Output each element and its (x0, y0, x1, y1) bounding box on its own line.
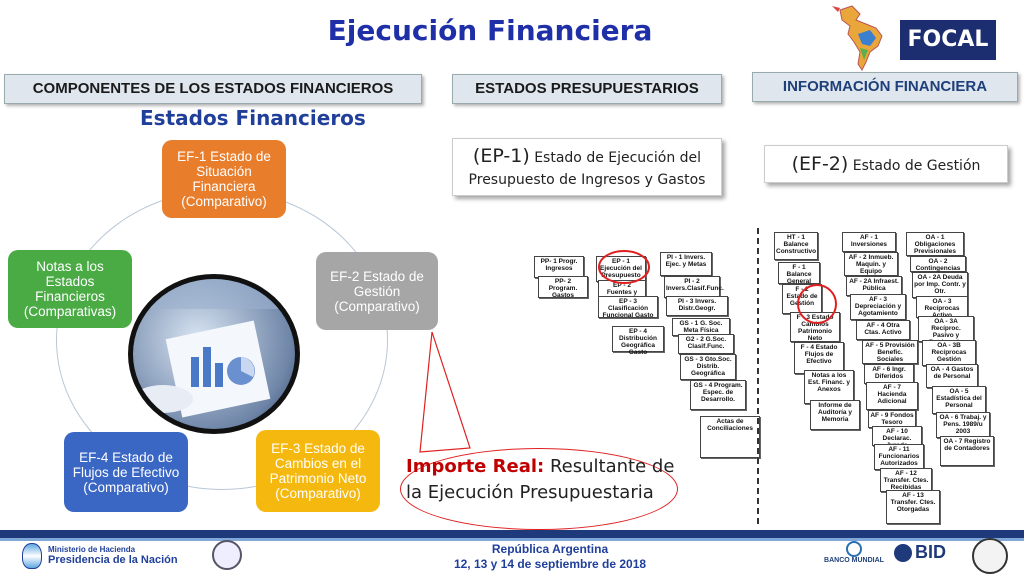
footer-bar-accent (0, 538, 1024, 541)
coat-of-arms-icon (22, 543, 42, 569)
dashed-divider (757, 228, 759, 524)
info-report-card: AF - 11 Funcionarios Autorizados (874, 444, 924, 470)
ep1-callout: (EP-1) Estado de Ejecución del Presupues… (452, 138, 722, 196)
budget-report-card: G2 - 2 G.Soc. Clasif.Func. (678, 334, 734, 354)
info-report-card: OA - 3 Recíprocas Activo (916, 296, 968, 319)
importe-body: Resultante de la Ejecución Presupuestari… (406, 456, 675, 503)
ef2-callout: (EF-2) Estado de Gestión (764, 145, 1008, 183)
info-report-card: AF - 6 Ingr. Diferidos (864, 364, 914, 384)
seal-icon (212, 540, 242, 570)
info-report-card: AF - 4 Otra Ctas. Activo (856, 320, 910, 340)
info-report-card: OA - 5 Estadística del Personal (932, 386, 986, 414)
ministerio-text: Ministerio de Hacienda (48, 545, 136, 554)
budget-report-card: GS - 4 Program. Espec. de Desarrollo. (690, 380, 746, 410)
business-chart-photo (128, 274, 300, 434)
ef4-box: EF-4 Estado de Flujos de Efectivo (Compa… (64, 432, 188, 512)
header-componentes: COMPONENTES DE LOS ESTADOS FINANCIEROS (4, 74, 422, 104)
info-report-card: AF - 1 Inversiones (842, 232, 896, 252)
banco-mundial-text: BANCO MUNDIAL (824, 557, 884, 564)
info-report-card: AF - 13 Transfer. Ctes. Otorgadas (886, 490, 940, 524)
budget-report-card: PI - 3 Invers. Distr.Geogr. (666, 296, 728, 316)
info-report-card: OA - 2 Contingencias (910, 256, 966, 272)
info-report-card: OA - 7 Registro de Contadores (940, 436, 994, 466)
info-report-card: AF - 3 Depreciación y Agotamiento (850, 294, 906, 320)
focal-logo: FOCAL (900, 20, 996, 60)
info-report-card: AF - 2 Inmueb. Maquin. y Equipo (844, 252, 898, 276)
info-report-card: AF - 10 Declarac. Jurada (872, 426, 922, 449)
importe-ellipse (400, 448, 678, 530)
budget-report-card: PI - 1 Invers. Ejec. y Metas (660, 252, 712, 276)
bid-mark-icon (894, 544, 912, 562)
bid-text: BID (915, 542, 946, 562)
ef2-text: Estado de Gestión (852, 158, 981, 174)
info-report-card: OA - 2A Deuda por Imp. Contr. y Otr. (912, 272, 968, 298)
presidencia-text: Presidencia de la Nación (48, 554, 178, 566)
info-report-card: F - 2 Estado de Gestión (782, 284, 822, 314)
ministerio-logo: Ministerio de Hacienda Presidencia de la… (22, 543, 212, 569)
info-report-card: AF - 12 Transfer. Ctes. Recibidas (880, 468, 932, 492)
ef3-box: EF-3 Estado de Cambios en el Patrimonio … (256, 430, 380, 512)
notas-box: Notas a los Estados Financieros (Compara… (8, 250, 132, 328)
info-report-card: OA - 4 Gastos de Personal (926, 364, 978, 388)
page-title: Ejecución Financiera (327, 14, 653, 47)
f2-highlight-circle (797, 284, 837, 324)
ep1-code: (EP-1) (472, 145, 530, 167)
budget-report-card: GS - 3 Gto.Soc. Distrib. Geográfica (680, 354, 736, 380)
info-report-card: OA - 3A Recíproc. Pasivo y Patrimonio (918, 316, 974, 346)
ef2-box: EF-2 Estado de Gestión (Comparativo) (316, 252, 438, 330)
budget-report-card: EP - 3 Clasificación Funcional Gasto (598, 296, 658, 319)
footer-bar (0, 530, 1024, 538)
header-informacion: INFORMACIÓN FINANCIERA (752, 72, 1018, 102)
imf-seal-icon (972, 538, 1008, 574)
info-report-card: AF - 2A Infraest. Pública (846, 276, 902, 296)
info-report-card: OA - 1 Obligaciones Previsionales (906, 232, 964, 256)
info-report-card: HT - 1 Balance Constructivo (774, 232, 818, 260)
header-presupuestarios: ESTADOS PRESUPUESTARIOS (452, 74, 722, 104)
info-report-card: F - 1 Balance General (778, 262, 820, 285)
budget-report-card: Actas de Conciliaciones (700, 416, 760, 458)
info-report-card: Informe de Auditoría y Memoria (810, 400, 860, 430)
latin-america-map-icon (832, 5, 883, 71)
info-report-card: AF - 7 Hacienda Adicional (866, 382, 918, 410)
budget-report-card: PP- 2 Program. Gastos (538, 276, 588, 299)
ep1-highlight-circle (598, 250, 650, 284)
importe-highlight: Importe Real: (406, 456, 545, 477)
ef1-box: EF-1 Estado de Situación Financiera (Com… (162, 140, 286, 218)
section-subtitle: Estados Financieros (140, 106, 366, 130)
country-text: República Argentina (491, 542, 609, 556)
bid-logo: BID (894, 542, 954, 570)
info-report-card: OA - 3B Recíprocas Gestión (922, 340, 976, 366)
budget-report-card: EP - 4 Distribución Geográfica Gasto (612, 326, 664, 356)
budget-report-card: PI - 2 Invers.Clasif.Func. (664, 276, 724, 298)
ef2-code: (EF-2) (791, 153, 849, 175)
info-report-card: AF - 5 Provisión Benefic. Sociales (862, 340, 918, 364)
ep1-text: Estado de Ejecución del Presupuesto de I… (468, 150, 706, 188)
importe-text: Importe Real: Resultante de la Ejecución… (406, 454, 676, 506)
budget-report-card: PP- 1 Progr. Ingresos (534, 256, 584, 278)
footer-center: República Argentina 12, 13 y 14 de septi… (380, 542, 720, 572)
budget-report-card: EP - 1 Ejecución del Presupuesto (596, 256, 646, 282)
globe-icon (846, 541, 862, 557)
date-text: 12, 13 y 14 de septiembre de 2018 (453, 557, 647, 571)
info-report-card: OA - 6 Trabaj. y Pens. 1989/u 2003 (936, 412, 990, 438)
banco-mundial-logo: BANCO MUNDIAL (822, 541, 886, 571)
info-report-card: Notas a los Est. Financ. y Anexos (804, 370, 854, 404)
